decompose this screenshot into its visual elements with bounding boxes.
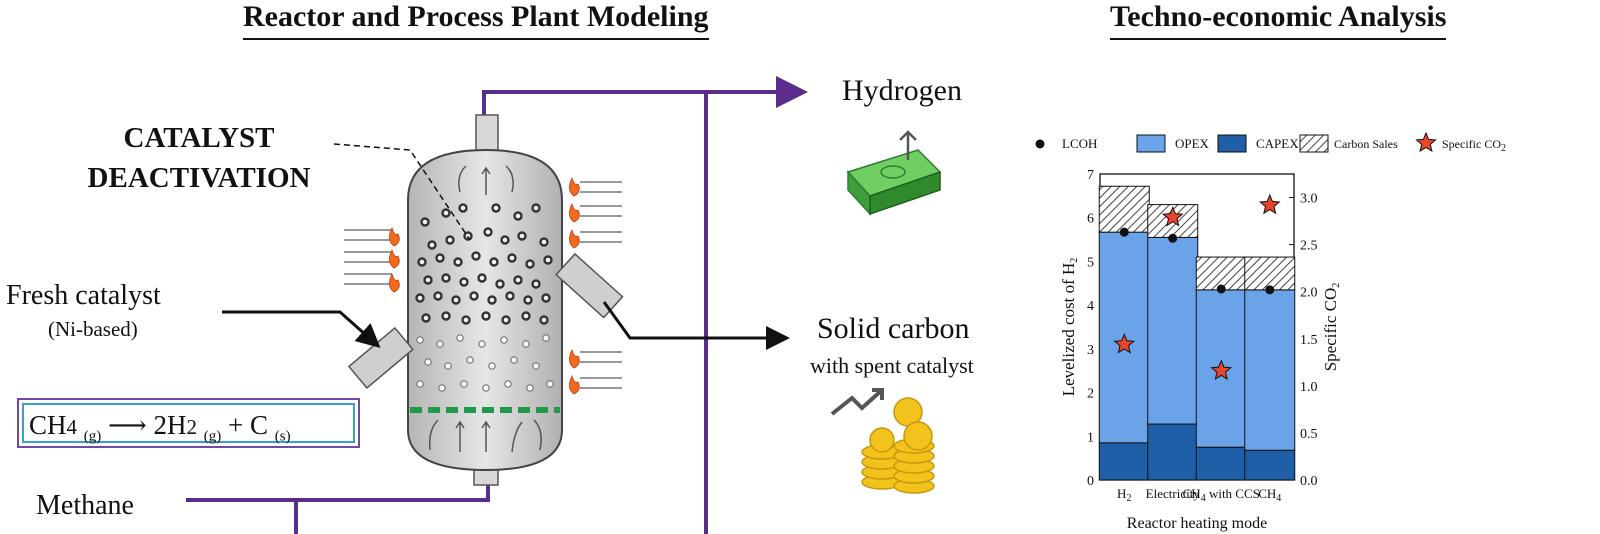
- y2-tick-label: 1.0: [1300, 380, 1318, 395]
- bar-capex: [1195, 446, 1247, 481]
- flame-icon: [569, 348, 580, 369]
- bar-carbon-sales: [1195, 256, 1247, 291]
- eq-reactant-sub: 4: [66, 415, 78, 439]
- y2-axis-title: Specific CO2: [1321, 283, 1342, 372]
- legend-co2-marker: [1415, 131, 1437, 153]
- fresh-catalyst-arrow: [222, 310, 381, 348]
- lcoh-point: [1265, 285, 1275, 295]
- gas-flow-arrows: [428, 165, 542, 453]
- bar-capex: [1147, 423, 1199, 481]
- coin-stack-icon: [861, 397, 935, 494]
- lcoh-point: [1119, 227, 1129, 237]
- x-tick-label: CH4: [1258, 486, 1281, 504]
- bar-capex: [1244, 449, 1296, 481]
- co2-star: [1113, 333, 1136, 354]
- inlet-chute: [347, 326, 414, 390]
- co2-star: [1161, 205, 1184, 227]
- y-tick-label: 5: [1087, 255, 1094, 270]
- flame-icon: [569, 374, 580, 395]
- bar-carbon-sales: [1244, 256, 1296, 291]
- solid-carbon-sublabel: with spent catalyst: [810, 353, 974, 378]
- chart-legend: LCOH OPEX CAPEX Carbon Sales Specific CO2: [1035, 131, 1506, 154]
- co2-star: [1210, 359, 1233, 380]
- money-stack-icon: [846, 149, 942, 216]
- x-axis-title: Reactor heating mode: [1127, 515, 1267, 532]
- reactor-vessel: [347, 114, 624, 486]
- y-tick-label: 3: [1087, 343, 1094, 358]
- eq-carbon: + C: [227, 410, 268, 440]
- flame-icon: [389, 248, 400, 269]
- bar-capex: [1098, 442, 1150, 481]
- y2-tick-label: 1.5: [1300, 333, 1318, 348]
- y2-tick-label: 0.5: [1300, 427, 1318, 442]
- bar-carbon-sales: [1098, 185, 1150, 233]
- y-tick-label: 7: [1087, 168, 1094, 183]
- y2-tick-label: 2.5: [1300, 239, 1318, 254]
- eq-reactant-phase: (g): [83, 428, 102, 445]
- flame-icon: [389, 272, 400, 293]
- legend-carbon-swatch: [1299, 134, 1329, 153]
- fresh-catalyst-sublabel: (Ni-based): [48, 317, 138, 341]
- hydrogen-outlet-pipe: [482, 76, 808, 128]
- catalyst-label-line2: DEACTIVATION: [87, 162, 311, 194]
- heat-input: [344, 181, 622, 389]
- solid-carbon-arrow: [602, 301, 790, 350]
- y-tick-label: 1: [1087, 430, 1094, 445]
- hydrogen-label: Hydrogen: [842, 74, 962, 107]
- y-axis-title: Levelized cost of H2: [1059, 258, 1080, 397]
- x-tick-label: H2: [1117, 486, 1131, 504]
- legend-label: CAPEX: [1256, 136, 1299, 151]
- flame-icon: [569, 228, 580, 249]
- legend-capex-swatch: [1217, 134, 1247, 153]
- catalyst-particles: [415, 203, 553, 325]
- eq-product-phase: (g): [203, 428, 222, 445]
- y-tick-label: 4: [1087, 299, 1094, 314]
- section-heading-reactor: Reactor and Process Plant Modeling: [243, 0, 709, 40]
- y-tick-label: 6: [1087, 212, 1094, 227]
- catalyst-callout-line: [333, 143, 471, 241]
- trend-up-icon: [830, 388, 884, 416]
- y2-tick-label: 0.0: [1300, 474, 1318, 489]
- reaction-equation: CH4 (g) ⟶ 2H2 (g) + C (s): [17, 398, 360, 448]
- flame-icons: [389, 176, 580, 395]
- methane-inlet-pipe: [186, 468, 490, 502]
- methane-label: Methane: [36, 490, 134, 521]
- flame-icon: [569, 202, 580, 223]
- solid-carbon-label: Solid carbon: [817, 312, 970, 345]
- lcoh-point: [1216, 284, 1226, 294]
- legend-label: OPEX: [1175, 136, 1210, 151]
- eq-solid-phase: (s): [274, 428, 291, 445]
- outlet-chute: [555, 252, 624, 319]
- up-arrow-icon: [899, 130, 917, 160]
- legend-lcoh-marker: [1035, 139, 1045, 149]
- catalyst-label-line1: CATALYST: [123, 122, 275, 154]
- eq-product: 2H: [153, 410, 187, 440]
- y-tick-label: 2: [1087, 387, 1094, 402]
- flame-icon: [569, 176, 580, 197]
- bar-opex: [1244, 289, 1296, 451]
- eq-product-sub: 2: [186, 415, 197, 439]
- eq-arrow: ⟶: [108, 410, 147, 440]
- fresh-particles: [416, 334, 554, 392]
- co2-star: [1258, 193, 1281, 215]
- flame-icon: [389, 226, 400, 247]
- catalyst-deactivation-label: CATALYST DEACTIVATION: [64, 118, 334, 198]
- legend-label: LCOH: [1062, 136, 1097, 151]
- legend-label: Specific CO2: [1442, 137, 1506, 154]
- lcoh-point: [1168, 233, 1178, 243]
- chart-plot: 0 1 2 3 4 5 6 7 0.0 0.5 1.0 1.5 2.0 2.5 3.0H2 Electrici…: [1059, 168, 1342, 532]
- eq-reactant: CH: [29, 410, 67, 440]
- y2-tick-label: 3.0: [1300, 192, 1318, 207]
- fresh-catalyst-label: Fresh catalyst: [6, 280, 161, 311]
- x-tick-label: CH4 with CCS: [1183, 486, 1260, 504]
- y-tick-label: 0: [1087, 474, 1094, 489]
- x-tick-label: Electricity: [1146, 486, 1201, 501]
- legend-label: Carbon Sales: [1334, 137, 1398, 151]
- y2-tick-label: 2.0: [1300, 286, 1318, 301]
- reactor-diagram: [186, 76, 942, 534]
- section-heading-tea: Techno-economic Analysis: [1110, 0, 1447, 40]
- legend-opex-swatch: [1136, 134, 1166, 153]
- bar-opex: [1147, 236, 1199, 425]
